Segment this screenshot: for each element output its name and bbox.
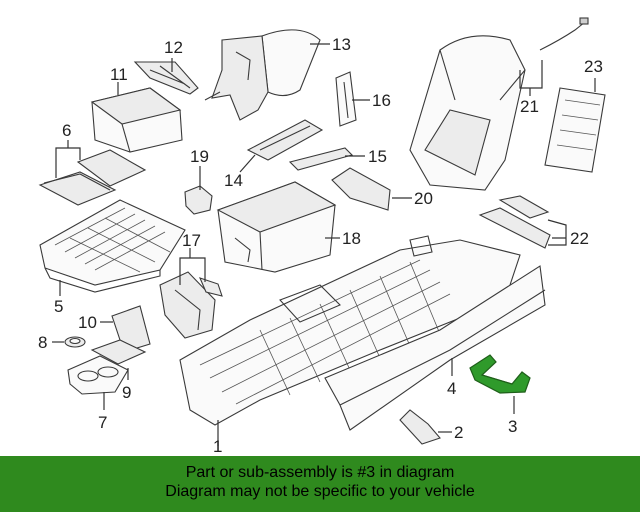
- callout-10: 10: [78, 313, 97, 332]
- part-3-highlighted-bracket[interactable]: [469, 354, 531, 394]
- callout-16: 16: [372, 91, 391, 110]
- callout-15: 15: [368, 147, 387, 166]
- banner-line-1: Part or sub-assembly is #3 in diagram: [185, 464, 455, 481]
- callout-4: 4: [447, 379, 456, 398]
- callout-20: 20: [414, 189, 433, 208]
- callout-22: 22: [570, 229, 589, 248]
- callout-18: 18: [342, 229, 361, 248]
- part-17-bracket[interactable]: [159, 271, 223, 339]
- part-8-ring[interactable]: [64, 336, 86, 348]
- callout-11: 11: [110, 65, 128, 84]
- callout-14: 14: [224, 171, 243, 190]
- part-4-side-panel[interactable]: [324, 265, 546, 431]
- callout-9: 9: [122, 383, 131, 402]
- part-23-panel[interactable]: [544, 87, 606, 173]
- callout-19: 19: [190, 147, 209, 166]
- callout-2: 2: [454, 423, 463, 442]
- callout-6: 6: [62, 121, 71, 140]
- leader-lines: [52, 43, 596, 446]
- part-2-bracket[interactable]: [399, 409, 441, 445]
- part-20-trim-panel[interactable]: [331, 167, 391, 211]
- callout-13: 13: [332, 35, 351, 54]
- callout-1: 1: [213, 437, 222, 456]
- part-5-grid-tray[interactable]: [39, 199, 186, 293]
- part-19-clip[interactable]: [184, 185, 213, 215]
- part-13-lid-frame[interactable]: [204, 29, 321, 121]
- part-12-hinge-bracket[interactable]: [133, 61, 199, 95]
- part-9-mat[interactable]: [90, 339, 147, 365]
- callout-5: 5: [54, 297, 63, 316]
- part-21-armrest[interactable]: [409, 17, 589, 191]
- part-14-trim[interactable]: [246, 119, 324, 161]
- part-16-vertical-trim[interactable]: [335, 71, 357, 127]
- callout-23: 23: [584, 57, 603, 76]
- callout-21: 21: [520, 97, 539, 116]
- callout-labels: 11 12 13 6 5 16 19 14 15 20 18 17 10 8 9…: [38, 35, 603, 456]
- callout-8: 8: [38, 333, 47, 352]
- callout-7: 7: [98, 413, 107, 432]
- info-banner: Part or sub-assembly is #3 in diagram Di…: [0, 456, 640, 512]
- parts-diagram: 11 12 13 6 5 16 19 14 15 20 18 17 10 8 9…: [38, 17, 606, 456]
- part-11-armrest-pad[interactable]: [90, 87, 183, 153]
- part-22-trim[interactable]: [478, 195, 551, 249]
- callout-17: 17: [182, 231, 201, 250]
- callout-3: 3: [508, 417, 517, 436]
- callout-12: 12: [164, 38, 183, 57]
- part-6-mats[interactable]: [38, 149, 147, 206]
- part-15-trim-strip[interactable]: [288, 147, 354, 171]
- part-7-cupholder[interactable]: [67, 355, 129, 395]
- part-18-storage-bin[interactable]: [216, 181, 337, 273]
- banner-line-2: Diagram may not be specific to your vehi…: [165, 483, 475, 500]
